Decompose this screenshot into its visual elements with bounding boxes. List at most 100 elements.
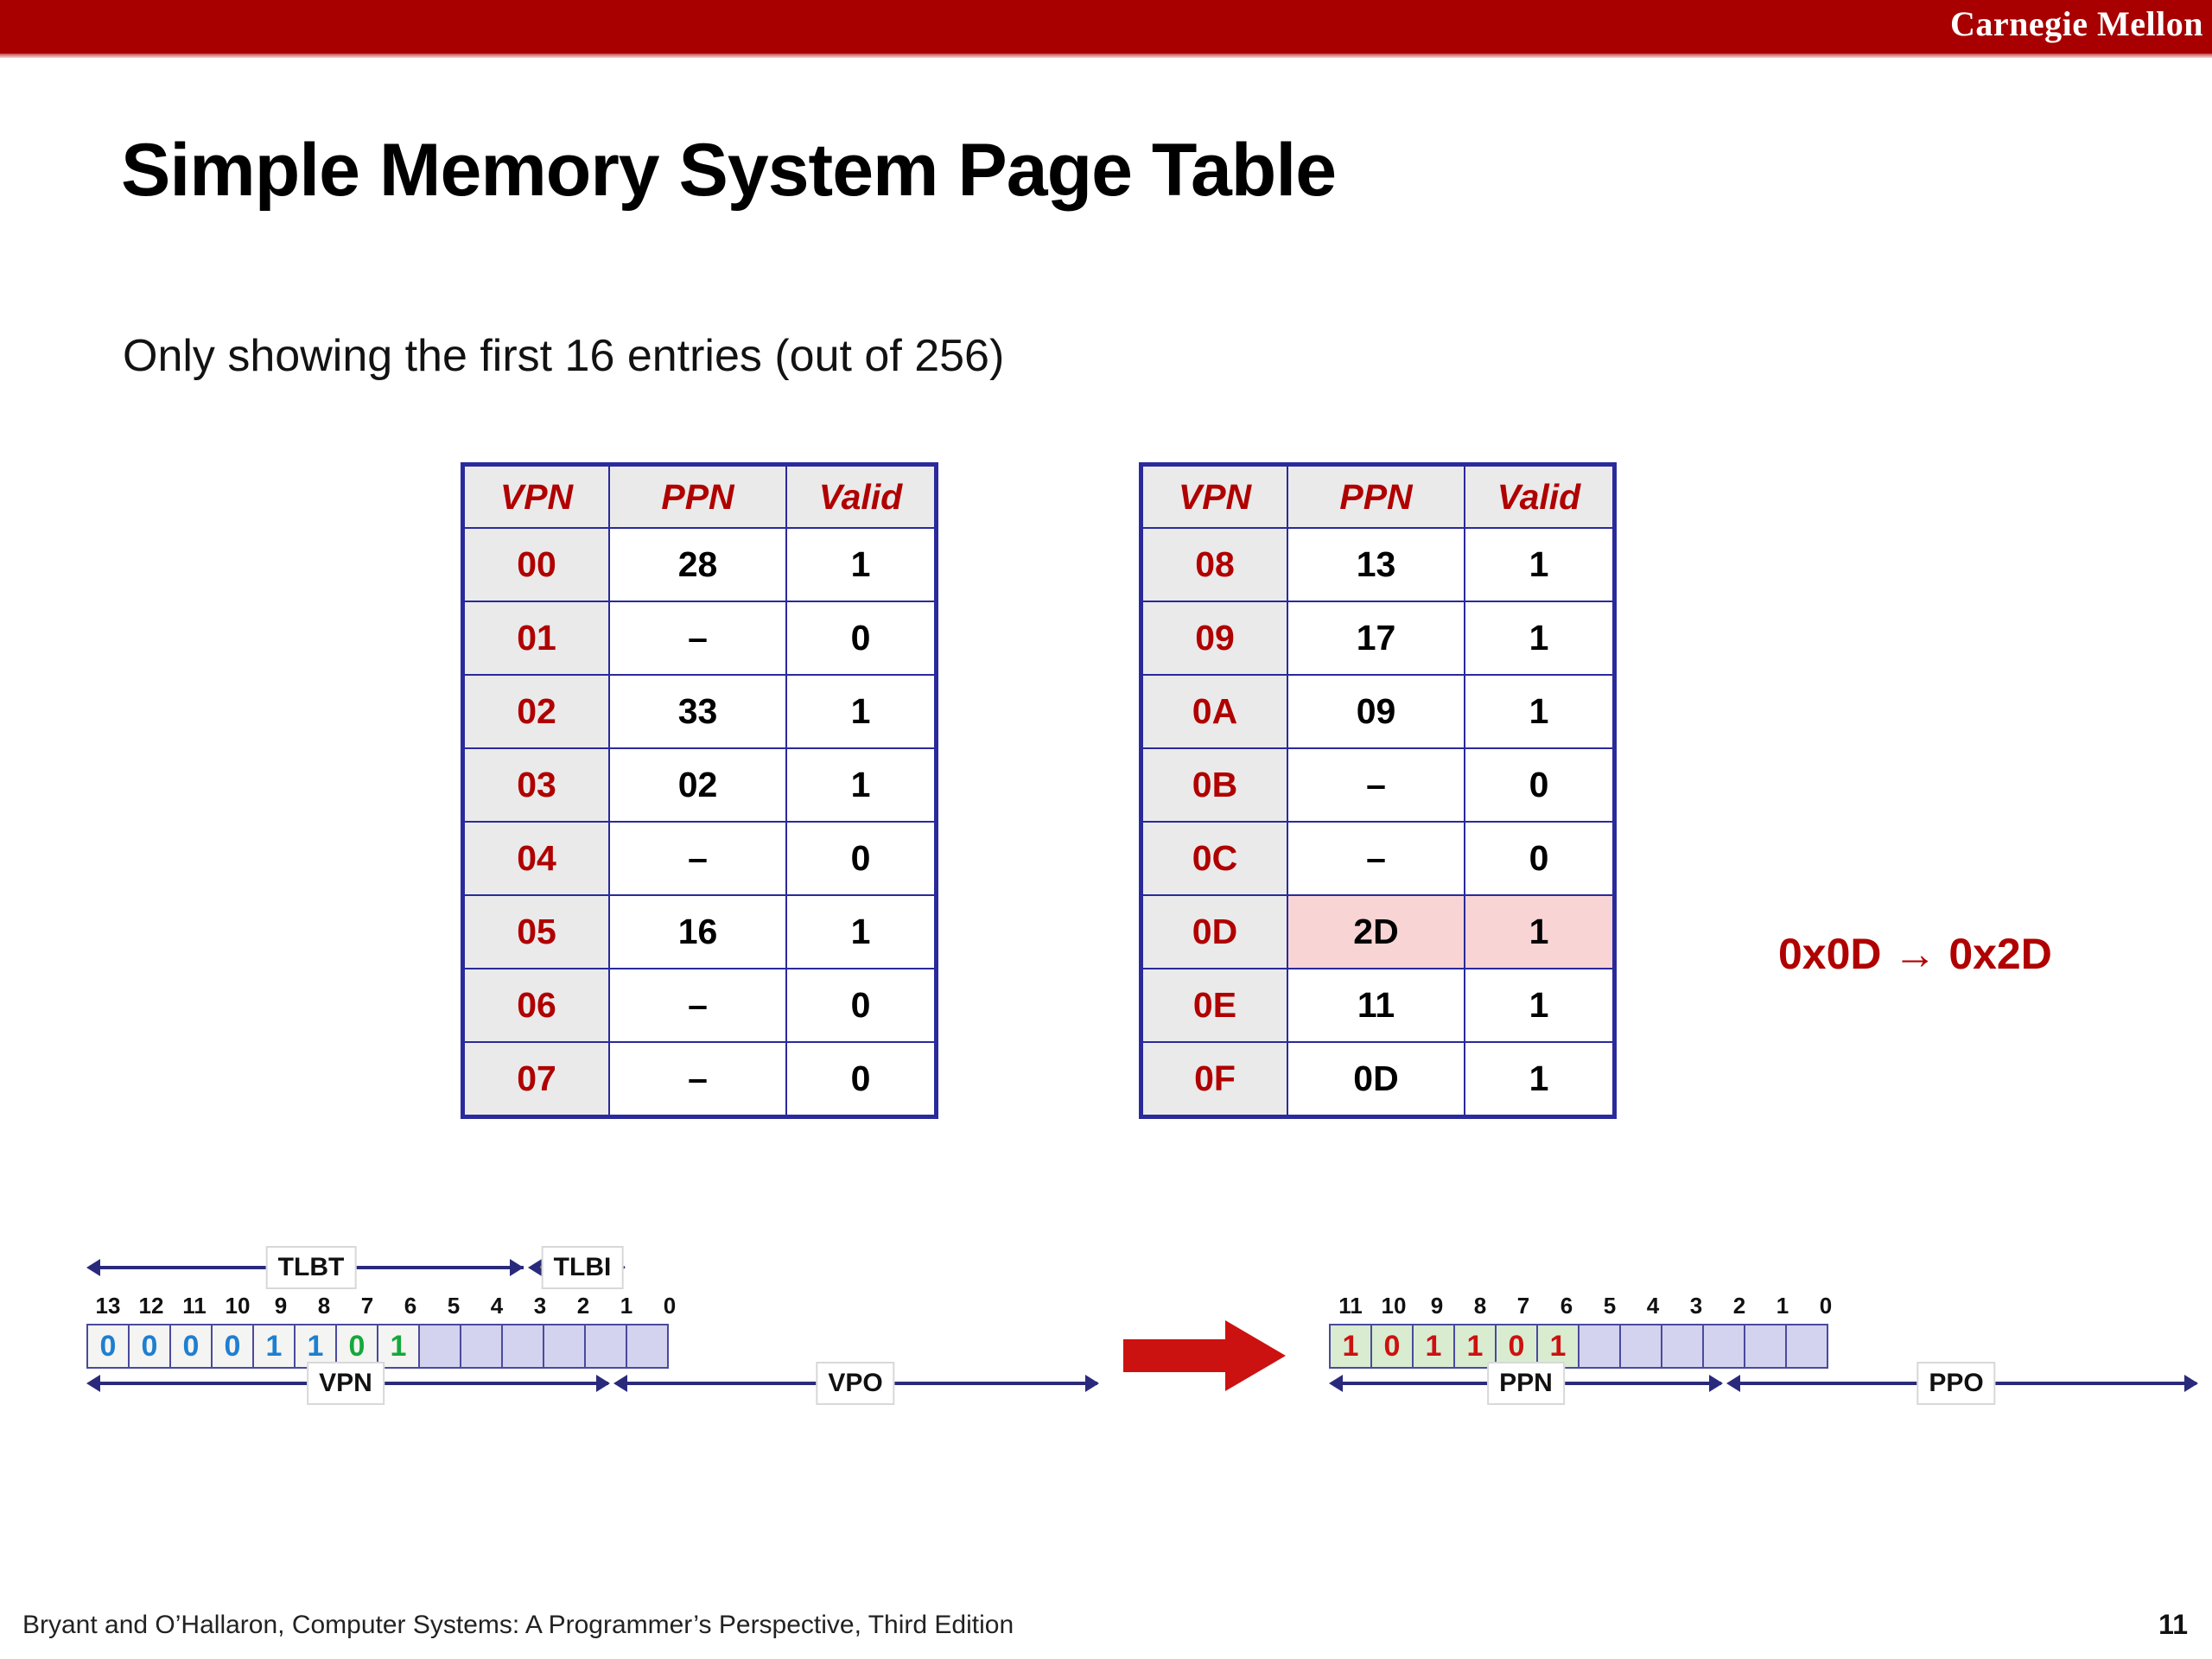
vpo-span-arrow-left: [613, 1375, 627, 1392]
bit-cell: 0: [211, 1324, 254, 1369]
bit-cell: [1578, 1324, 1621, 1369]
bit-index-label: 4: [1646, 1293, 1660, 1319]
slide-page-number: 11: [2158, 1609, 2188, 1640]
bit-index-label: 9: [274, 1293, 288, 1319]
bit-index-label: 4: [490, 1293, 504, 1319]
table-header-row: VPN PPN Valid: [1141, 465, 1614, 529]
cell-valid: 0: [785, 968, 936, 1043]
column-header-ppn: PPN: [1287, 465, 1465, 529]
cell-vpn: 06: [463, 968, 610, 1043]
bit-index-label: 2: [1732, 1293, 1746, 1319]
bit-cell: [460, 1324, 503, 1369]
column-header-valid: Valid: [785, 465, 936, 529]
bit-cell: 0: [1370, 1324, 1414, 1369]
bit-index-label: 8: [317, 1293, 331, 1319]
bit-index-label: 5: [1603, 1293, 1617, 1319]
cell-vpn: 00: [463, 527, 610, 602]
bit-index-label: 1: [620, 1293, 633, 1319]
subtitle: Only showing the first 16 entries (out o…: [123, 331, 1005, 381]
column-header-ppn: PPN: [608, 465, 787, 529]
bit-cell: 1: [1329, 1324, 1372, 1369]
bit-cell: 1: [377, 1324, 420, 1369]
cell-vpn: 04: [463, 821, 610, 896]
cell-valid: 1: [1464, 674, 1614, 749]
bit-index-label: 3: [1689, 1293, 1703, 1319]
cell-vpn: 0D: [1141, 894, 1288, 969]
vpn-span-arrow-left: [86, 1375, 100, 1392]
bit-index-label: 9: [1430, 1293, 1444, 1319]
table-row: 06–0: [463, 968, 936, 1043]
cell-ppn: 13: [1287, 527, 1465, 602]
vpo-span-label: VPO: [816, 1362, 895, 1405]
cell-valid: 1: [1464, 1041, 1614, 1116]
cell-vpn: 0E: [1141, 968, 1288, 1043]
bit-cell: 0: [335, 1324, 378, 1369]
cell-vpn: 0C: [1141, 821, 1288, 896]
cell-ppn: 17: [1287, 601, 1465, 676]
cell-ppn: 11: [1287, 968, 1465, 1043]
table-header-row: VPN PPN Valid: [463, 465, 936, 529]
bit-cell: [418, 1324, 461, 1369]
cell-vpn: 07: [463, 1041, 610, 1116]
translation-arrow-icon: [1123, 1317, 1287, 1399]
bit-cell: [543, 1324, 586, 1369]
bit-cell: [501, 1324, 544, 1369]
bit-index-label: 1: [1776, 1293, 1789, 1319]
header-divider: [0, 54, 2212, 58]
ppo-span-arrow-right: [2184, 1375, 2198, 1392]
cell-ppn: 2D: [1287, 894, 1465, 969]
table-row: 0C–0: [1141, 821, 1614, 896]
cell-ppn: 09: [1287, 674, 1465, 749]
cell-valid: 1: [1464, 968, 1614, 1043]
bit-index-label: 13: [95, 1293, 121, 1319]
bit-index-label: 6: [1560, 1293, 1573, 1319]
cell-valid: 1: [785, 674, 936, 749]
page-title: Simple Memory System Page Table: [121, 129, 1337, 212]
cell-vpn: 02: [463, 674, 610, 749]
cell-valid: 0: [785, 601, 936, 676]
cell-ppn: 28: [608, 527, 787, 602]
bit-cell: 0: [169, 1324, 213, 1369]
cell-vpn: 05: [463, 894, 610, 969]
bit-cell: 1: [294, 1324, 337, 1369]
cell-ppn: 0D: [1287, 1041, 1465, 1116]
vpo-span-arrow-right: [1085, 1375, 1099, 1392]
cell-vpn: 01: [463, 601, 610, 676]
cell-vpn: 0F: [1141, 1041, 1288, 1116]
table-row: 04–0: [463, 821, 936, 896]
bit-cell: [1702, 1324, 1745, 1369]
bit-cell: 0: [128, 1324, 171, 1369]
bit-index-label: 0: [1819, 1293, 1833, 1319]
cell-ppn: –: [608, 821, 787, 896]
footer-citation: Bryant and O’Hallaron, Computer Systems:…: [22, 1611, 1014, 1639]
cell-vpn: 0A: [1141, 674, 1288, 749]
bit-index-label: 8: [1473, 1293, 1487, 1319]
bit-index-label: 10: [225, 1293, 251, 1319]
tlbi-span-arrow-left: [528, 1259, 542, 1276]
cell-valid: 1: [785, 894, 936, 969]
ppn-span-label: PPN: [1487, 1362, 1565, 1405]
cell-valid: 1: [1464, 527, 1614, 602]
cell-ppn: –: [1287, 747, 1465, 823]
ppo-span-arrow-left: [1726, 1375, 1740, 1392]
cell-valid: 1: [785, 527, 936, 602]
cell-valid: 1: [1464, 601, 1614, 676]
cell-vpn: 03: [463, 747, 610, 823]
vpn-to-ppn-mapping-note: 0x0D → 0x2D: [1778, 930, 2052, 978]
